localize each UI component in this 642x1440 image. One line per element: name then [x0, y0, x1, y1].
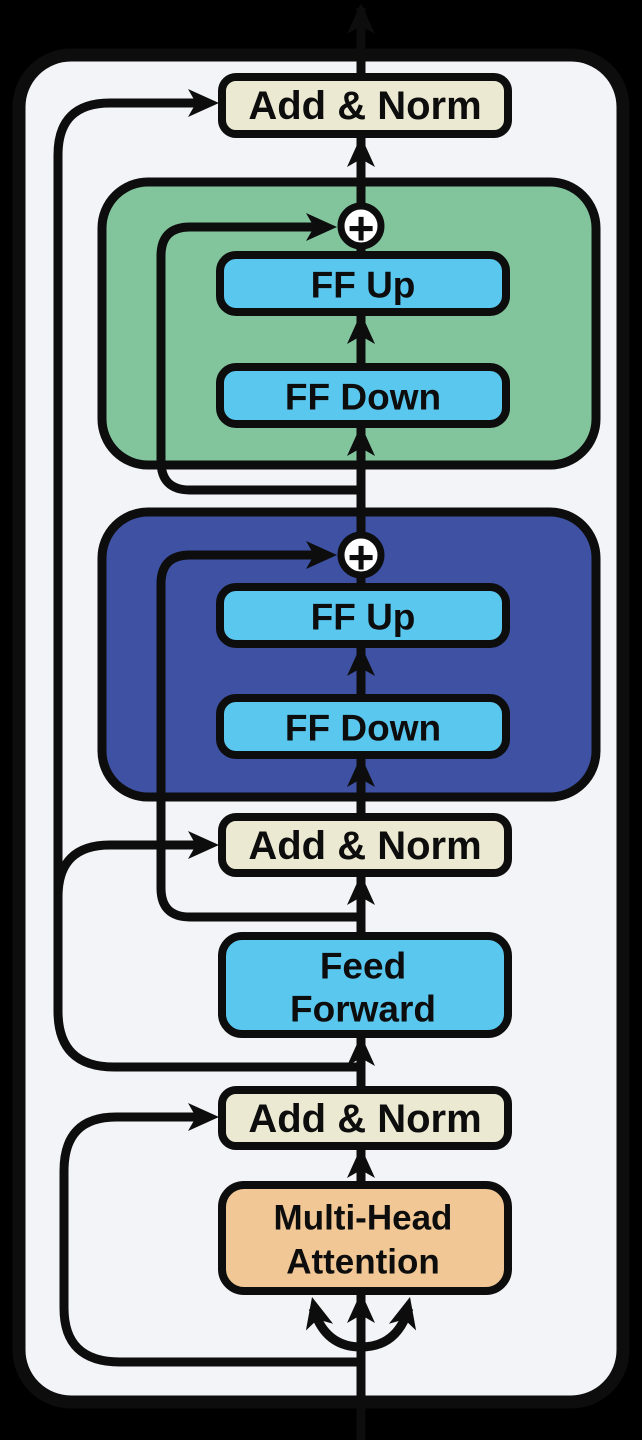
residual-rail-to-bottom-add-norm	[59, 1112, 361, 1367]
feed-forward-label-line1: Feed	[320, 946, 406, 987]
residual-rail-to-top-add-norm	[53, 98, 361, 1072]
add-norm-mid-label: Add & Norm	[248, 824, 481, 868]
blue-ff-up-box	[216, 583, 510, 648]
green-ff-up-box	[216, 251, 510, 316]
add-norm-bottom-box	[218, 1086, 512, 1150]
multi-head-attention-box	[218, 1181, 512, 1295]
attention-label-line2: Attention	[286, 1243, 440, 1282]
block-labels: Add & Norm FF Up FF Down FF Up FF Down A…	[248, 84, 481, 1282]
attention-label-line1: Multi-Head	[274, 1199, 453, 1238]
blue-adapter-sum-circle	[337, 531, 385, 579]
add-norm-mid-box	[218, 813, 512, 877]
add-norm-bottom-label: Add & Norm	[248, 1097, 481, 1141]
blue-ff-down-box	[216, 694, 510, 759]
green-ff-down-label: FF Down	[285, 377, 441, 418]
green-ff-up-label: FF Up	[311, 265, 416, 306]
sum-nodes	[337, 202, 385, 579]
green-adapter-sum-circle	[337, 202, 385, 250]
blue-adapter-skip-line	[156, 550, 361, 922]
green-plus-icon: +	[348, 202, 375, 254]
green-ff-down-box	[216, 363, 510, 428]
feed-forward-box	[218, 932, 512, 1038]
blue-ff-up-label: FF Up	[311, 597, 416, 638]
add-norm-top-label: Add & Norm	[248, 84, 481, 128]
blue-ff-down-label: FF Down	[285, 708, 441, 749]
block-boxes	[216, 73, 512, 1295]
green-adapter-skip-line	[156, 222, 361, 495]
residual-rail-to-mid-add-norm	[53, 840, 204, 1005]
blue-plus-icon: +	[348, 531, 375, 583]
add-norm-top-box	[218, 73, 512, 138]
feed-forward-label-line2: Forward	[290, 989, 436, 1030]
